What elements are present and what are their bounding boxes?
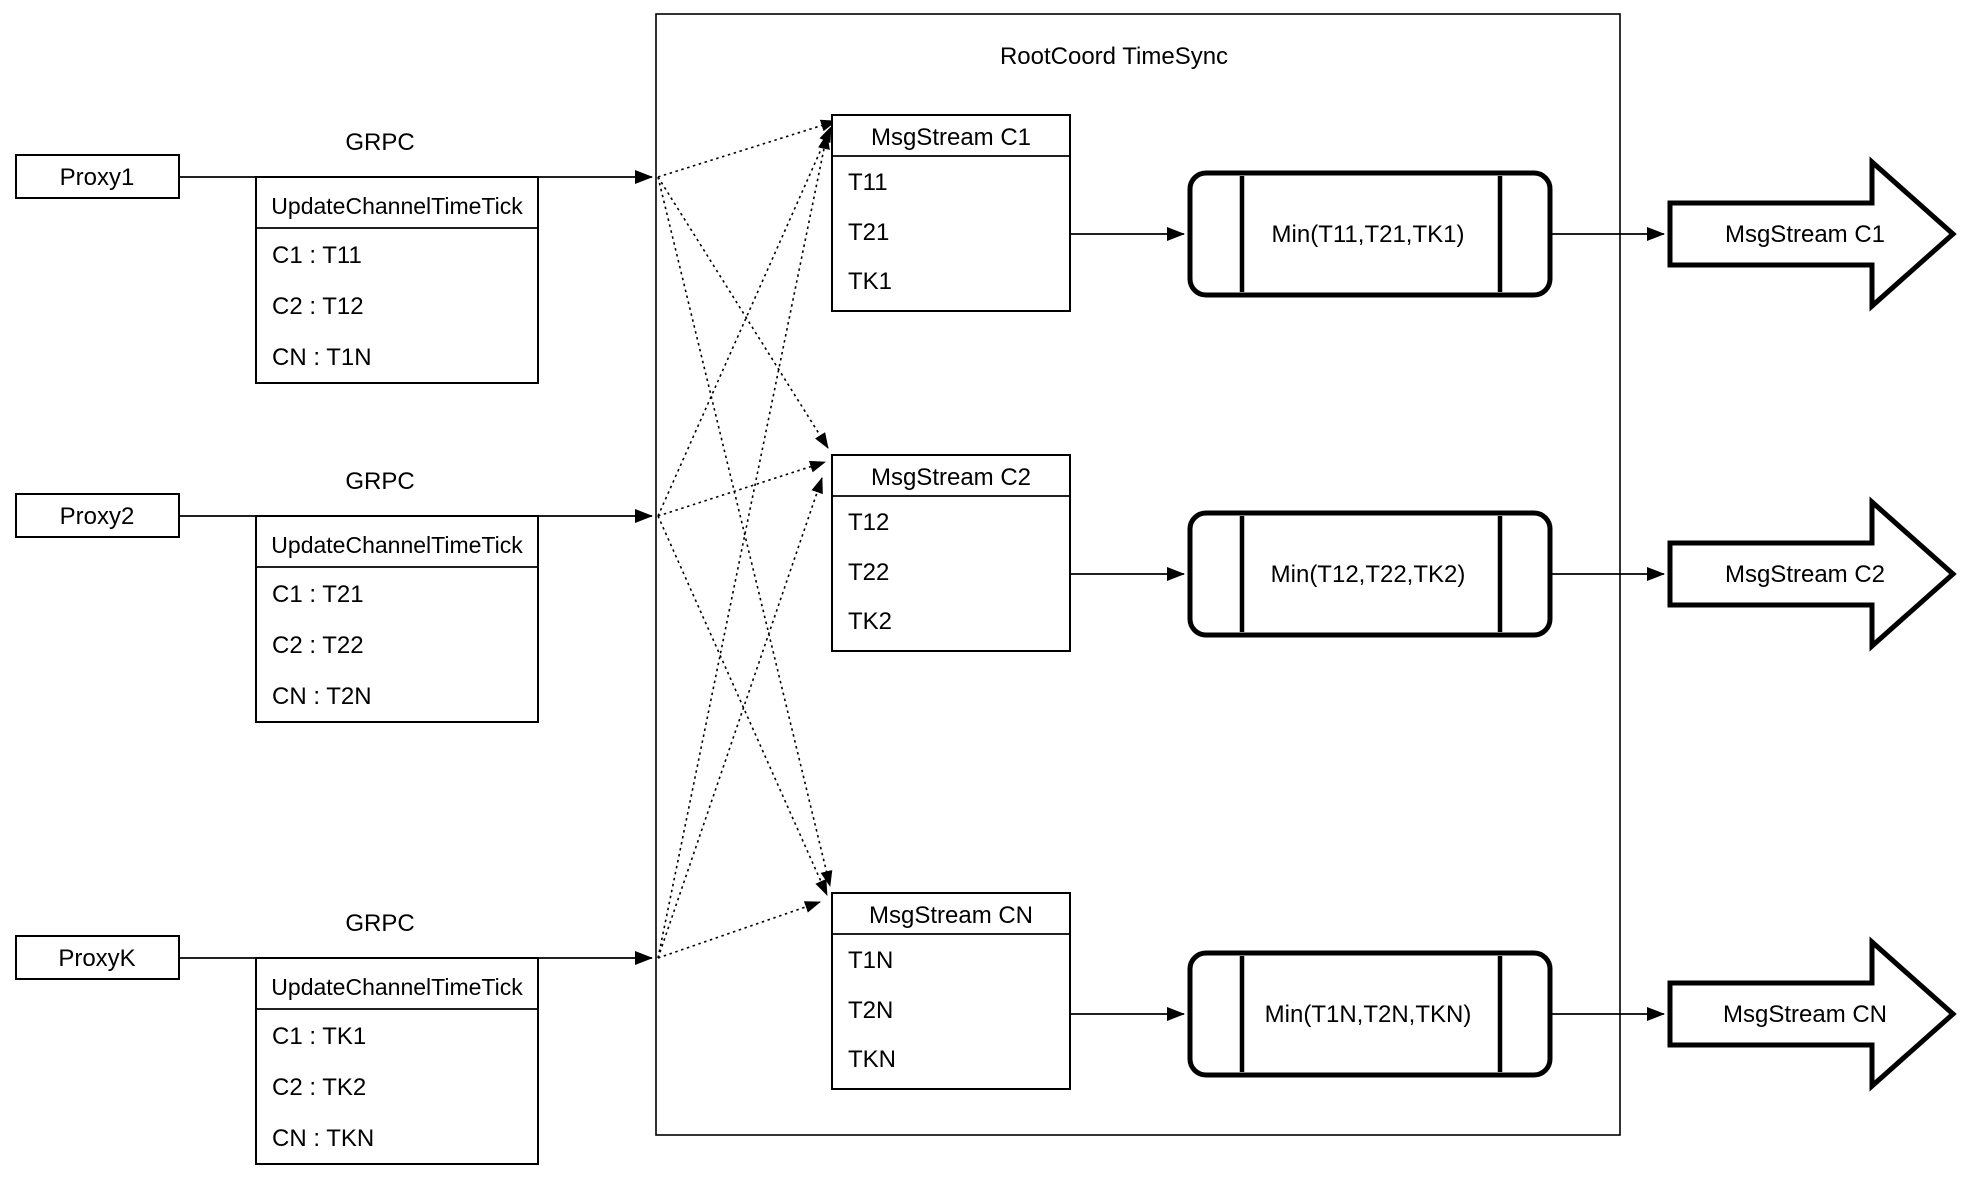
proxyk-table-header: UpdateChannelTimeTick: [271, 974, 523, 1000]
fanout-proxyk-to-c2: [657, 477, 823, 959]
proxy1-table-header: UpdateChannelTimeTick: [271, 193, 523, 219]
grpc-label: GRPC: [345, 910, 414, 937]
output-arrow-c1-label: MsgStream C1: [1725, 221, 1885, 248]
output-arrow-c2: [1667, 496, 1957, 652]
proxy1-table-row: C1 : T11: [272, 242, 362, 269]
proxy2-table-row: C2 : T22: [272, 632, 364, 659]
fanout-proxy1-to-c2: [657, 176, 829, 449]
proxyk-table-row: CN : TKN: [272, 1125, 374, 1152]
output-arrow-c1: [1667, 156, 1957, 312]
proxyk-table-row: C1 : TK1: [272, 1023, 366, 1050]
msgstream-c2-title: MsgStream C2: [871, 464, 1031, 491]
stream-c2-row: MsgStream C2 T12 T22 TK2 Min(T12,T22,TK2…: [831, 454, 1957, 652]
min-c1-label: Min(T11,T21,TK1): [1272, 221, 1465, 248]
timestamp-entry: T22: [848, 559, 889, 586]
stream-cn-row: MsgStream CN T1N T2N TKN Min(T1N,T2N,TKN…: [831, 892, 1957, 1092]
proxy2-table-header: UpdateChannelTimeTick: [271, 532, 523, 558]
proxy2-box: [15, 493, 180, 538]
proxy1-table-row: C2 : T12: [272, 293, 364, 320]
grpc-label: GRPC: [345, 468, 414, 495]
proxyk-label: ProxyK: [58, 945, 135, 972]
timestamp-entry: T21: [848, 219, 889, 246]
msgstream-cn-title: MsgStream CN: [869, 902, 1033, 929]
proxy2-table-row: CN : T2N: [272, 683, 372, 710]
proxyk-group: ProxyK GRPC UpdateChannelTimeTick C1 : T…: [15, 910, 653, 1165]
timestamp-entry: TK1: [848, 268, 892, 295]
proxy2-table-row: C1 : T21: [272, 581, 364, 608]
fanout-proxyk-to-c1: [657, 133, 830, 959]
proxy1-box: [15, 154, 180, 199]
proxy1-timetick-table: [255, 176, 539, 384]
timestamp-entry: T2N: [848, 997, 893, 1024]
proxyk-timetick-table: [255, 957, 539, 1165]
fanout-proxy1-to-c1: [657, 119, 837, 178]
fanout-proxyk-to-cn: [657, 901, 821, 959]
proxy1-label: Proxy1: [60, 164, 135, 191]
timestamp-entry: T12: [848, 509, 889, 536]
fanout-proxy1-to-cn: [657, 176, 833, 887]
fanout-proxy2-to-c2: [657, 460, 826, 517]
stream-c1-row: MsgStream C1 T11 T21 TK1 Min(T11,T21,TK1…: [831, 114, 1957, 312]
timestamp-entry: TKN: [848, 1046, 896, 1073]
proxy1-group: Proxy1 GRPC UpdateChannelTimeTick C1 : T…: [15, 129, 653, 384]
msgstream-cn-box: [831, 892, 1071, 1090]
output-arrow-c2-label: MsgStream C2: [1725, 561, 1885, 588]
timestamp-entry: TK2: [848, 608, 892, 635]
timestamp-entry: T11: [848, 169, 888, 196]
min-cn-label: Min(T1N,T2N,TKN): [1265, 1001, 1472, 1028]
msgstream-c1-box: [831, 114, 1071, 312]
rootcoord-title: RootCoord TimeSync: [1000, 43, 1228, 70]
min-c2-label: Min(T12,T22,TK2): [1271, 561, 1466, 588]
proxy2-timetick-table: [255, 515, 539, 723]
proxy2-group: Proxy2 GRPC UpdateChannelTimeTick C1 : T…: [15, 468, 653, 723]
fanout-arrows: [657, 119, 837, 959]
fanout-proxy2-to-c1: [657, 126, 832, 517]
grpc-label: GRPC: [345, 129, 414, 156]
fanout-proxy2-to-cn: [657, 515, 828, 896]
msgstream-c1-title: MsgStream C1: [871, 124, 1031, 151]
proxyk-box: [15, 935, 180, 980]
output-arrow-cn: [1667, 936, 1957, 1092]
timestamp-entry: T1N: [848, 947, 893, 974]
proxy1-table-row: CN : T1N: [272, 344, 372, 371]
msgstream-c2-box: [831, 454, 1071, 652]
proxy2-label: Proxy2: [60, 503, 135, 530]
proxyk-table-row: C2 : TK2: [272, 1074, 366, 1101]
output-arrow-cn-label: MsgStream CN: [1723, 1001, 1887, 1028]
